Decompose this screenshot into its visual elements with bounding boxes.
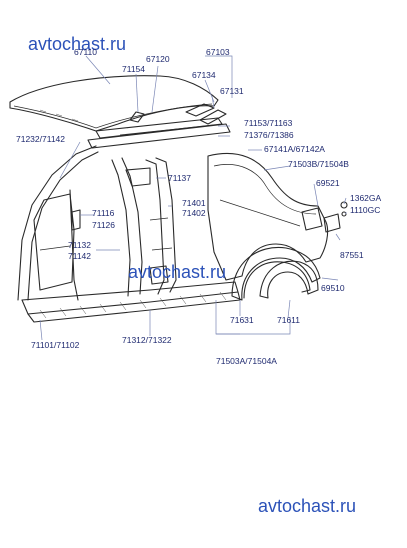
- watermark-bottom: avtochast.ru: [258, 496, 356, 516]
- watermark-top: avtochast.ru: [28, 34, 126, 54]
- wheel-arch-inner: [231, 246, 321, 301]
- label-67120: 67120: [146, 54, 170, 64]
- label-71312-71322: 71312/71322: [122, 335, 172, 345]
- label-71232-71142: 71232/71142: [16, 134, 65, 144]
- rear-quarter-panel: [207, 152, 348, 281]
- side-inner-panel: [33, 193, 81, 291]
- label-69510: 69510: [321, 283, 345, 293]
- watermark-middle: avtochast.ru: [128, 262, 226, 282]
- label-67141a-67142a: 67141A/67142A: [264, 144, 325, 154]
- label-71116: 71116: [92, 208, 115, 218]
- label-67131: 67131: [220, 86, 244, 96]
- label-71401: 71401: [182, 198, 206, 208]
- label-71101-71102: 71101/71102: [31, 340, 80, 350]
- roof-panel: [9, 75, 219, 132]
- wheel-arch-outer: [259, 260, 319, 299]
- label-67103: 67103: [206, 47, 230, 57]
- label-71132: 71132: [68, 240, 91, 250]
- label-87551: 87551: [340, 250, 364, 260]
- label-71154: 71154: [122, 64, 145, 74]
- label-71126: 71126: [92, 220, 115, 230]
- label-71503b-71504b: 71503B/71504B: [288, 159, 349, 169]
- label-1110gc: 1110GC: [350, 205, 380, 215]
- label-71402: 71402: [182, 208, 206, 218]
- roof-rails: [87, 103, 231, 149]
- b-pillar-assembly: [111, 157, 177, 297]
- label-71503a-71504a: 71503A/71504A: [216, 356, 277, 366]
- label-69521: 69521: [316, 178, 340, 188]
- label-71631: 71631: [230, 315, 254, 325]
- label-71611: 71611: [277, 315, 300, 325]
- label-71376-71386: 71376/71386: [244, 130, 294, 140]
- label-67134: 67134: [192, 70, 216, 80]
- leader-lines: [39, 55, 347, 341]
- label-71137: 71137: [168, 173, 191, 183]
- label-71142: 71142: [68, 251, 91, 261]
- label-1362ga: 1362GA: [350, 193, 382, 203]
- label-71153-71163: 71153/71163: [244, 118, 293, 128]
- label-67110: 67110: [74, 47, 97, 57]
